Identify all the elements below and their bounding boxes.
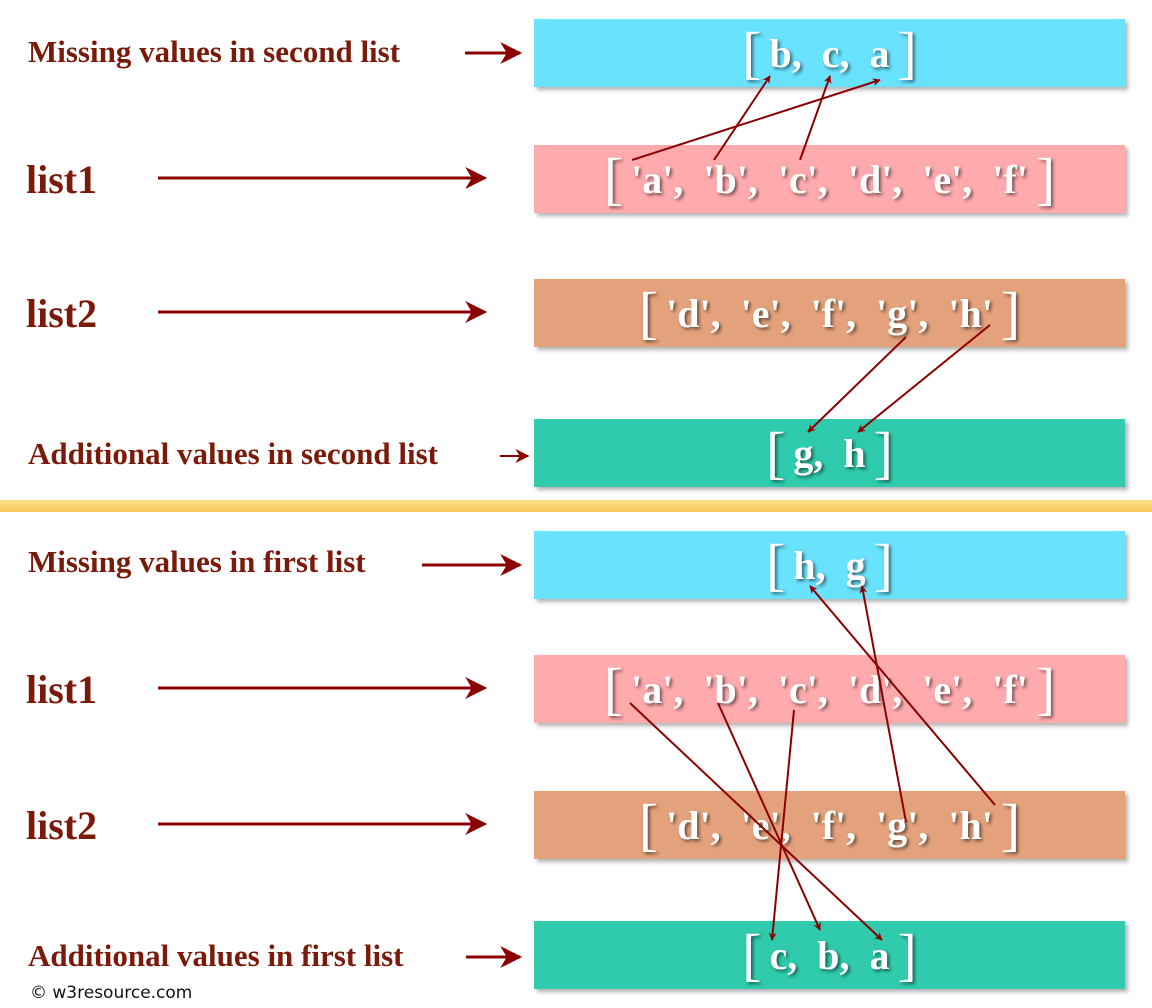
top-additional-box: [ g, h ] [534, 419, 1125, 487]
bottom-list1-box: [ 'a', 'b', 'c', 'd', 'e', 'f' ] [534, 655, 1125, 723]
top-list1-label: list1 [26, 157, 98, 202]
map-arrow-g-to-missing [859, 585, 907, 823]
top-additional-values: g, h [793, 430, 866, 476]
bottom-missing-box: [ h, g ] [534, 531, 1125, 599]
open-bracket: [ [742, 922, 762, 987]
open-bracket: [ [603, 656, 624, 721]
bottom-list2-label: list2 [26, 803, 98, 848]
bottom-list1-label: list1 [26, 667, 98, 712]
close-bracket: ] [1000, 280, 1021, 345]
top-missing-values: b, c, a [769, 30, 890, 76]
map-arrow-c-to-missing [799, 75, 832, 161]
bottom-additional-values: c, b, a [769, 932, 890, 978]
close-bracket: ] [873, 532, 893, 597]
bottom-additional-label: Additional values in first list [28, 938, 404, 973]
copyright: © w3resource.com [30, 983, 193, 1003]
section-divider [0, 500, 1152, 512]
map-arrow-a-to-missing [631, 78, 881, 161]
top-list2-values: 'd', 'e', 'f', 'g', 'h' [666, 290, 993, 336]
top-additional-label: Additional values in second list [28, 436, 438, 471]
close-bracket: ] [1035, 146, 1056, 211]
bottom-missing-label: Missing values in first list [28, 544, 366, 579]
close-bracket: ] [1000, 792, 1021, 857]
top-list1-box: [ 'a', 'b', 'c', 'd', 'e', 'f' ] [534, 145, 1125, 213]
top-list2-box: [ 'd', 'e', 'f', 'g', 'h' ] [534, 279, 1125, 347]
open-bracket: [ [638, 792, 659, 857]
bottom-additional-box: [ c, b, a ] [534, 921, 1125, 989]
open-bracket: [ [742, 20, 762, 85]
bottom-missing-values: h, g [793, 542, 866, 588]
close-bracket: ] [897, 922, 917, 987]
map-arrow-b-to-additional [717, 702, 821, 931]
map-arrow-h-to-additional [857, 324, 991, 433]
map-arrow-b-to-missing [713, 75, 771, 161]
map-arrow-c-to-additional [768, 709, 795, 941]
close-bracket: ] [873, 420, 893, 485]
top-list1-values: 'a', 'b', 'c', 'd', 'e', 'f' [631, 156, 1028, 202]
open-bracket: [ [766, 532, 786, 597]
open-bracket: [ [638, 280, 659, 345]
map-arrow-h-to-missing [809, 585, 996, 806]
open-bracket: [ [603, 146, 624, 211]
open-bracket: [ [766, 420, 786, 485]
top-missing-label: Missing values in second list [28, 34, 401, 69]
bottom-list1-values: 'a', 'b', 'c', 'd', 'e', 'f' [631, 666, 1028, 712]
close-bracket: ] [1035, 656, 1056, 721]
close-bracket: ] [897, 20, 917, 85]
map-arrow-a-to-additional [629, 702, 883, 941]
top-list2-label: list2 [26, 291, 98, 336]
map-arrow-g-to-additional [807, 336, 907, 433]
